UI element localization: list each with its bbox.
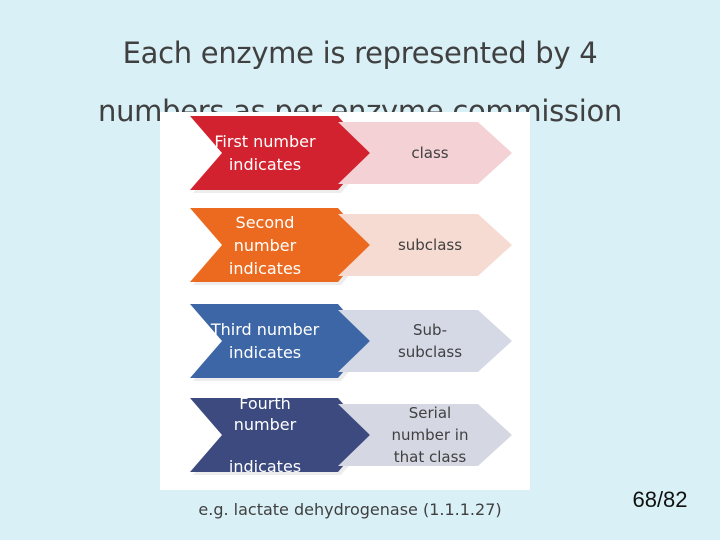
page-number: 68/82 (632, 487, 688, 512)
lead-chevron-shape (190, 116, 370, 190)
row-value: Serial number in that class (391, 404, 469, 466)
row-value: Sub- subclass (397, 321, 463, 361)
tail-chevron-shape (338, 310, 512, 372)
row-arrows (190, 304, 512, 381)
row-value: subclass (397, 236, 463, 254)
slide-title: Each enzyme is represented by 4 numbers … (40, 24, 680, 140)
diagram-row-second: Second number indicates subclass (160, 204, 530, 294)
row-label: Fourth number indicates (228, 394, 302, 476)
diagram-row-fourth: Fourth number indicates Serial number in… (160, 394, 530, 484)
row-arrows (190, 208, 512, 285)
title-line-1: Each enzyme is represented by 4 (122, 36, 598, 70)
row-label: Second number indicates (228, 212, 302, 278)
lead-chevron-shape (190, 398, 370, 472)
diagram-row-first: First number indicates class (160, 112, 530, 202)
tail-chevron-shape (338, 404, 512, 466)
row-arrows (190, 116, 512, 193)
row-label: Third number indicates (210, 320, 320, 362)
ec-number-diagram: First number indicates class Second numb… (160, 112, 530, 490)
row-arrows (190, 398, 512, 475)
example-caption: e.g. lactate dehydrogenase (1.1.1.27) (198, 500, 502, 519)
row-value: class (411, 144, 449, 162)
tail-chevron-shape (338, 122, 512, 184)
lead-chevron-shape (190, 304, 370, 378)
row-label: First number indicates (214, 132, 316, 174)
diagram-row-third: Third number indicates Sub- subclass (160, 300, 530, 390)
tail-chevron-shape (338, 214, 512, 276)
lead-chevron-shape (190, 208, 370, 282)
